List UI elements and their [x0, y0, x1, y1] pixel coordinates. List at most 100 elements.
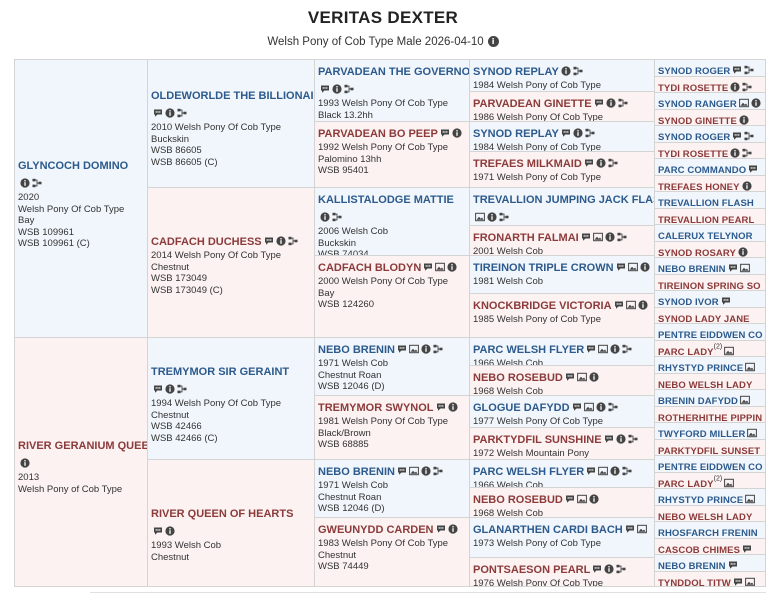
horse-name-link[interactable]: SYNOD REPLAY [473, 128, 559, 140]
horse-name-link[interactable]: PARVADEAN BO PEEP [318, 128, 438, 140]
horse-name-link[interactable]: KNOCKBRIDGE VICTORIA [473, 300, 612, 312]
info-icon[interactable] [595, 402, 606, 412]
horse-name-link[interactable]: SYNOD RANGER [658, 99, 737, 109]
comment-icon[interactable] [153, 526, 163, 536]
info-icon[interactable] [751, 98, 761, 108]
info-icon[interactable] [487, 212, 497, 222]
info-icon[interactable] [589, 494, 599, 504]
horse-name-link[interactable]: PARC LADY [658, 479, 714, 488]
photo-icon[interactable] [583, 402, 594, 412]
comment-icon[interactable] [440, 128, 450, 138]
comment-icon[interactable] [436, 402, 446, 412]
horse-name-link[interactable]: RIVER QUEEN OF HEARTS [151, 508, 294, 520]
horse-name-link[interactable]: GLANARTHEN CARDI BACH [473, 524, 623, 536]
comment-icon[interactable] [397, 466, 407, 476]
photo-icon[interactable] [740, 395, 750, 405]
photo-icon[interactable] [409, 466, 419, 476]
photo-icon[interactable] [745, 494, 756, 504]
info-icon[interactable]: i [487, 36, 499, 48]
pedigree-tree-icon[interactable] [744, 65, 754, 75]
horse-name-link[interactable]: BRENIN DAFYDD [658, 396, 738, 406]
horse-name-link[interactable]: TREFAES HONEY [658, 182, 740, 191]
comment-icon[interactable] [586, 344, 596, 354]
horse-name-link[interactable]: CADFACH DUCHESS [151, 236, 262, 248]
horse-name-link[interactable]: PARKTYDFIL SUNSHINE [473, 434, 602, 446]
info-icon[interactable] [276, 236, 286, 246]
pedigree-tree-icon[interactable] [32, 178, 42, 188]
photo-icon[interactable] [724, 346, 735, 356]
horse-name-link[interactable]: GWEUNYDD CARDEN [318, 524, 434, 536]
horse-name-link[interactable]: PARVADEAN THE GOVERNOR [318, 66, 469, 78]
comment-icon[interactable] [565, 372, 575, 382]
comment-icon[interactable] [614, 300, 624, 310]
info-icon[interactable] [20, 458, 30, 468]
pedigree-tree-icon[interactable] [744, 131, 754, 141]
comment-icon[interactable] [561, 128, 571, 138]
comment-icon[interactable] [584, 158, 594, 168]
horse-name-link[interactable]: PARC WELSH FLYER [473, 466, 585, 478]
info-icon[interactable] [605, 232, 615, 242]
pedigree-tree-icon[interactable] [742, 82, 752, 92]
comment-icon[interactable] [581, 232, 591, 242]
horse-name-link[interactable]: SYNOD ROGER [658, 66, 731, 76]
pedigree-tree-icon[interactable] [177, 384, 187, 394]
horse-name-link[interactable]: PARVADEAN GINETTE [473, 98, 592, 110]
info-icon[interactable] [615, 434, 626, 444]
comment-icon[interactable] [616, 262, 626, 272]
horse-name-link[interactable]: CASCOB CHIMES [658, 545, 741, 554]
comment-icon[interactable] [320, 84, 330, 94]
comment-icon[interactable] [572, 402, 582, 412]
pedigree-tree-icon[interactable] [628, 434, 638, 444]
pedigree-tree-icon[interactable] [616, 564, 626, 574]
comment-icon[interactable] [733, 577, 743, 587]
horse-name-link[interactable]: RHOSFARCH FRENIN [658, 528, 758, 538]
horse-name-link[interactable]: RHYSTYD PRINCE [658, 363, 744, 373]
info-icon[interactable] [738, 247, 748, 257]
photo-icon[interactable] [625, 300, 636, 310]
pedigree-tree-icon[interactable] [608, 158, 618, 168]
info-icon[interactable] [447, 524, 458, 534]
horse-name-link[interactable]: SYNOD GINETTE [658, 116, 737, 125]
info-icon[interactable] [165, 384, 175, 394]
comment-icon[interactable] [732, 65, 742, 75]
photo-icon[interactable] [576, 494, 587, 504]
horse-name-link[interactable]: SYNOD ROGER [658, 132, 731, 142]
horse-name-link[interactable]: PARKTYDFIL SUNSET [658, 446, 761, 455]
pedigree-tree-icon[interactable] [608, 402, 618, 412]
info-icon[interactable] [741, 181, 752, 191]
pedigree-tree-icon[interactable] [288, 236, 298, 246]
info-icon[interactable] [605, 98, 616, 108]
comment-icon[interactable] [748, 164, 758, 174]
horse-name-link[interactable]: TYNDDOL TITW [658, 578, 731, 587]
comment-icon[interactable] [565, 494, 575, 504]
pedigree-tree-icon[interactable] [585, 128, 595, 138]
info-icon[interactable] [610, 344, 620, 354]
horse-name-link[interactable]: TIREINON SPRING SO [658, 281, 761, 290]
horse-name-link[interactable]: CALERUX TELYNOR [658, 231, 753, 241]
info-icon[interactable] [604, 564, 614, 574]
horse-name-link[interactable]: RHYSTYD PRINCE [658, 495, 744, 505]
info-icon[interactable] [637, 300, 648, 310]
pedigree-tree-icon[interactable] [499, 212, 509, 222]
horse-name-link[interactable]: TREMYMOR SIR GERAINT [151, 366, 290, 378]
comment-icon[interactable] [721, 296, 731, 306]
comment-icon[interactable] [594, 98, 604, 108]
comment-icon[interactable] [625, 524, 635, 534]
horse-name-link[interactable]: NEBO BRENIN [318, 344, 396, 356]
comment-icon[interactable] [436, 524, 446, 534]
comment-icon[interactable] [592, 564, 602, 574]
info-icon[interactable] [20, 178, 30, 188]
horse-name-link[interactable]: SYNOD REPLAY [473, 66, 559, 78]
photo-icon[interactable] [475, 212, 485, 222]
pedigree-tree-icon[interactable] [433, 466, 443, 476]
horse-name-link[interactable]: ROTHERHITHE PIPPIN [658, 413, 763, 422]
photo-icon[interactable] [409, 344, 419, 354]
pedigree-tree-icon[interactable] [344, 84, 354, 94]
info-icon[interactable] [447, 402, 458, 412]
comment-icon[interactable] [732, 131, 742, 141]
horse-name-link[interactable]: TIREINON TRIPLE CROWN [473, 262, 614, 274]
comment-icon[interactable] [586, 466, 596, 476]
horse-name-link[interactable]: SYNOD IVOR [658, 297, 719, 307]
photo-icon[interactable] [598, 466, 609, 476]
horse-name-link[interactable]: PENTRE EIDDWEN CO [658, 462, 763, 472]
